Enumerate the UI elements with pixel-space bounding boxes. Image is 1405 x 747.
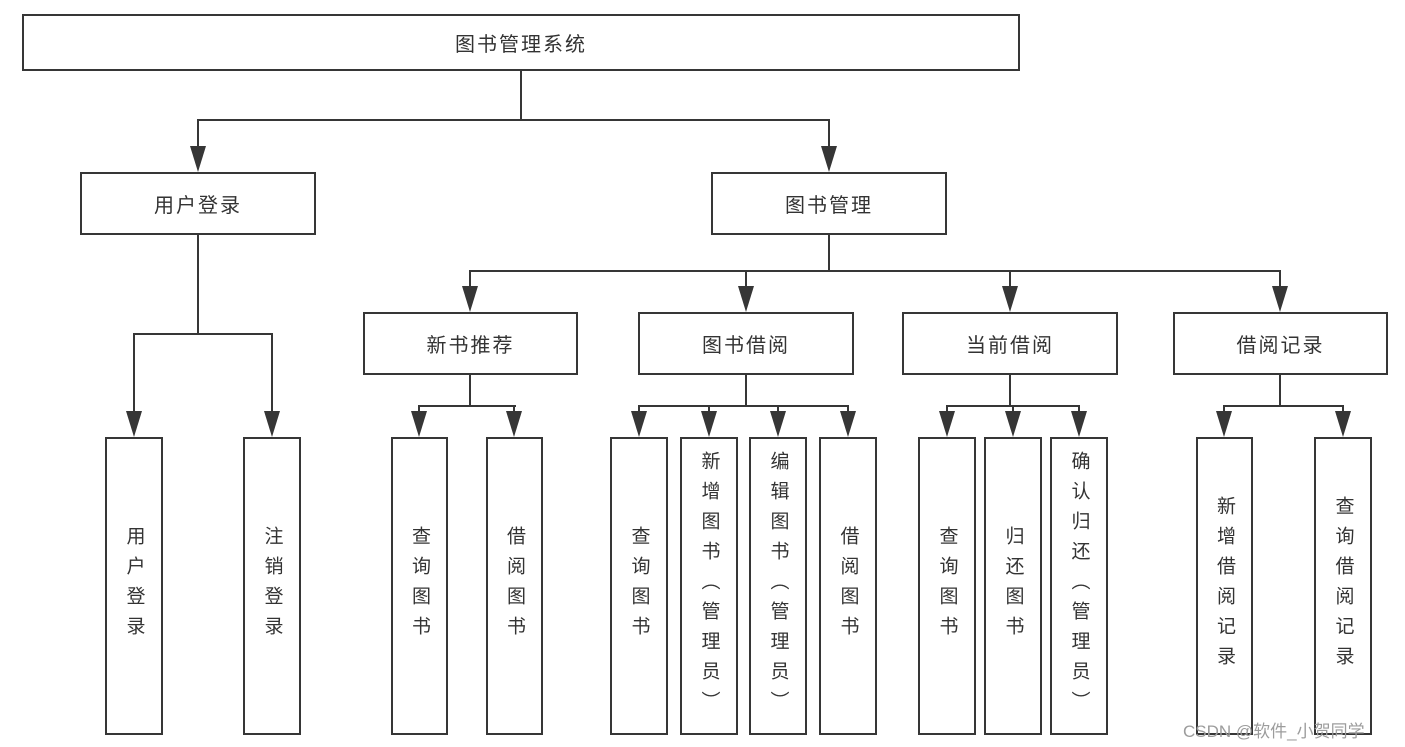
- connector-line: [197, 119, 199, 159]
- node-leaf-borrow-books: 借阅图书: [819, 437, 877, 735]
- connector-line: [1279, 270, 1281, 300]
- connector-line: [470, 270, 1281, 272]
- connector-line: [1009, 375, 1011, 407]
- arrow-down-icon: [939, 411, 955, 437]
- arrow-down-icon: [821, 146, 837, 172]
- arrow-down-icon: [1002, 286, 1018, 312]
- node-leaf-query-books-borrow: 查询图书: [610, 437, 668, 735]
- connector-line: [745, 375, 747, 407]
- connector-line: [1224, 405, 1344, 407]
- connector-line: [469, 270, 471, 300]
- arrow-down-icon: [770, 411, 786, 437]
- connector-line: [828, 235, 830, 272]
- arrow-down-icon: [411, 411, 427, 437]
- node-current-borrow: 当前借阅: [902, 312, 1118, 375]
- node-leaf-return-books: 归还图书: [984, 437, 1042, 735]
- arrow-down-icon: [264, 411, 280, 437]
- arrow-down-icon: [1071, 411, 1087, 437]
- connector-line: [133, 333, 135, 423]
- node-user-login: 用户登录: [80, 172, 316, 235]
- connector-line: [639, 405, 849, 407]
- node-leaf-user-login: 用户登录: [105, 437, 163, 735]
- node-leaf-add-books-admin: 新增图书（管理员）: [680, 437, 738, 735]
- node-leaf-query-borrow-record: 查询借阅记录: [1314, 437, 1372, 735]
- arrow-down-icon: [1216, 411, 1232, 437]
- csdn-watermark: CSDN @软件_小贺同学: [1183, 722, 1365, 741]
- node-book-borrow: 图书借阅: [638, 312, 854, 375]
- node-book-management: 图书管理: [711, 172, 947, 235]
- node-leaf-edit-books-admin: 编辑图书（管理员）: [749, 437, 807, 735]
- node-new-book-recommend: 新书推荐: [363, 312, 578, 375]
- node-leaf-query-books-current: 查询图书: [918, 437, 976, 735]
- arrow-down-icon: [631, 411, 647, 437]
- connector-line: [134, 333, 273, 335]
- connector-line: [197, 235, 199, 335]
- connector-line: [271, 333, 273, 423]
- connector-line: [469, 375, 471, 407]
- node-leaf-query-books-recommend: 查询图书: [391, 437, 448, 735]
- arrow-down-icon: [1335, 411, 1351, 437]
- arrow-down-icon: [738, 286, 754, 312]
- arrow-down-icon: [1005, 411, 1021, 437]
- arrow-down-icon: [506, 411, 522, 437]
- node-leaf-logout: 注销登录: [243, 437, 301, 735]
- node-leaf-confirm-return-admin: 确认归还（管理员）: [1050, 437, 1108, 735]
- connector-line: [197, 119, 830, 121]
- connector-line: [745, 270, 747, 300]
- arrow-down-icon: [701, 411, 717, 437]
- connector-line: [1279, 375, 1281, 407]
- node-library-management-system: 图书管理系统: [22, 14, 1020, 71]
- arrow-down-icon: [1272, 286, 1288, 312]
- connector-line: [520, 71, 522, 119]
- node-leaf-add-borrow-record: 新增借阅记录: [1196, 437, 1253, 735]
- arrow-down-icon: [126, 411, 142, 437]
- connector-line: [1009, 270, 1011, 300]
- node-leaf-borrow-books-recommend: 借阅图书: [486, 437, 543, 735]
- arrow-down-icon: [462, 286, 478, 312]
- arrow-down-icon: [840, 411, 856, 437]
- node-borrow-records: 借阅记录: [1173, 312, 1388, 375]
- connector-line: [419, 405, 516, 407]
- connector-line: [828, 119, 830, 159]
- arrow-down-icon: [190, 146, 206, 172]
